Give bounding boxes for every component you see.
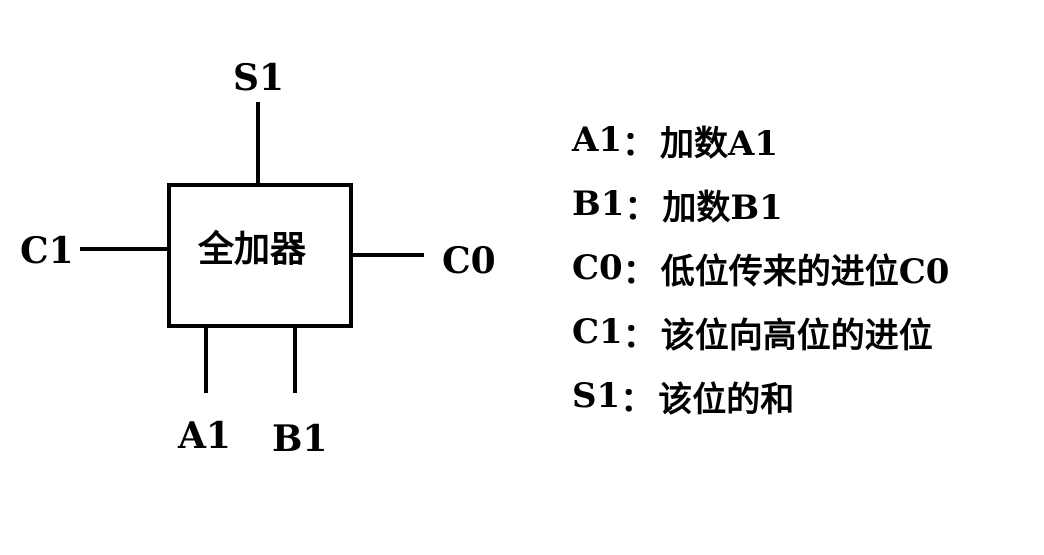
- legend-item-c0: C0：低位传来的进位C0: [572, 236, 949, 300]
- block-label: 全加器: [198, 229, 307, 270]
- legend-symbol: B1: [572, 184, 625, 224]
- pin-label-c0: C0: [442, 240, 496, 282]
- legend-separator: ：: [624, 187, 659, 228]
- legend-separator: ：: [620, 379, 655, 420]
- legend-item-c1: C1：该位向高位的进位: [572, 300, 949, 364]
- legend-description: 该位的和: [658, 379, 795, 420]
- legend-symbol: C0: [572, 248, 623, 288]
- legend-symbol: C1: [572, 312, 623, 352]
- legend-symbol: A1: [572, 120, 623, 160]
- legend-item-s1: S1：该位的和: [572, 364, 949, 428]
- legend-description: 低位传来的进位C0: [660, 251, 950, 292]
- legend-description: 加数A1: [660, 123, 779, 164]
- legend-item-b1: B1：加数B1: [572, 172, 949, 236]
- legend-separator: ：: [622, 315, 657, 356]
- legend-separator: ：: [622, 251, 657, 292]
- legend-symbol: S1: [572, 376, 621, 416]
- pin-label-c1: C1: [20, 230, 74, 272]
- legend-description: 加数B1: [662, 187, 783, 228]
- pin-label-b1: B1: [272, 418, 328, 460]
- pin-label-a1: A1: [178, 415, 231, 457]
- legend-item-a1: A1：加数A1: [572, 108, 949, 172]
- pin-label-s1: S1: [233, 57, 285, 99]
- legend: A1：加数A1 B1：加数B1 C0：低位传来的进位C0 C1：该位向高位的进位…: [572, 108, 949, 428]
- legend-separator: ：: [622, 123, 657, 164]
- legend-description: 该位向高位的进位: [660, 315, 933, 356]
